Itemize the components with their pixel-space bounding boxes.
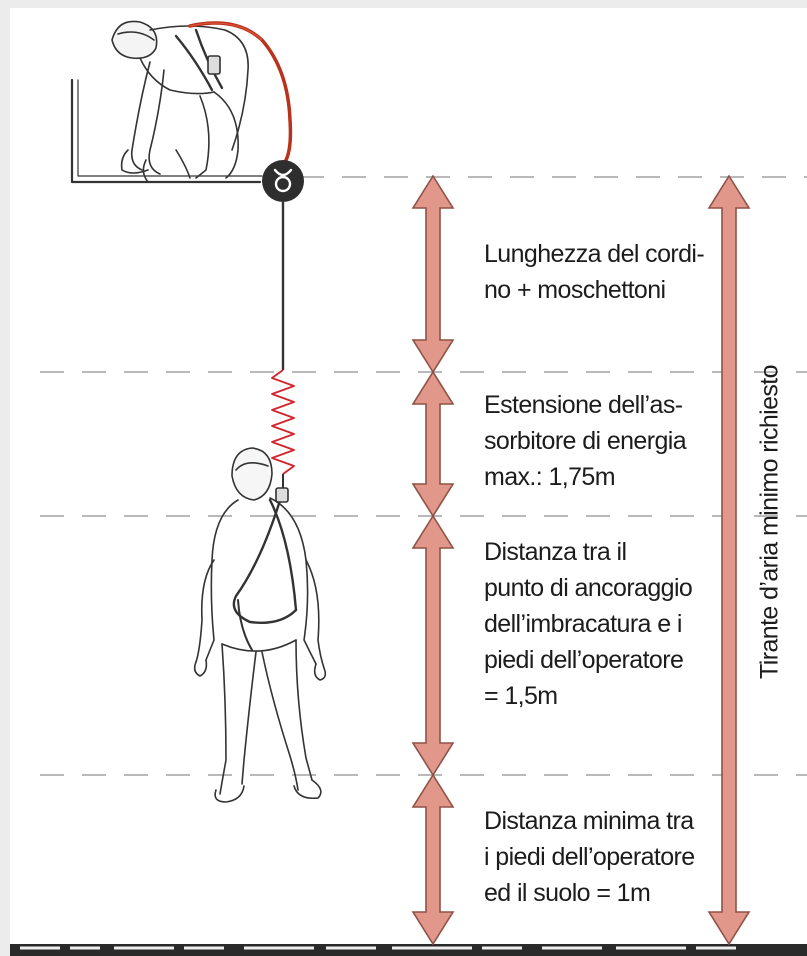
segment-arrows — [411, 174, 455, 946]
diagram-panel — [10, 8, 807, 956]
platform-edge — [70, 78, 262, 184]
level-lines — [40, 176, 807, 776]
shock-absorber-spring — [271, 369, 295, 475]
falling-worker-illustration — [193, 447, 327, 803]
label-total-clearance: Tirante d’aria minimo richiesto — [755, 365, 784, 679]
label-lanyard-length: Lunghezza del cordi- no + moschettoni — [484, 240, 705, 304]
label-absorber-extension: Estensione dell’as- sorbitore di energia… — [484, 391, 687, 491]
arrow-total-clearance — [707, 174, 751, 946]
arrow-ground — [411, 773, 455, 946]
anchor-ring-icon — [262, 160, 304, 202]
ground-hatch — [10, 944, 807, 956]
total-arrow-group — [707, 174, 751, 946]
label-feet-to-ground: Distanza minima tra i piedi dell’operato… — [484, 807, 695, 907]
label-harness-to-feet: Distanza tra il punto di ancoraggio dell… — [484, 538, 693, 710]
